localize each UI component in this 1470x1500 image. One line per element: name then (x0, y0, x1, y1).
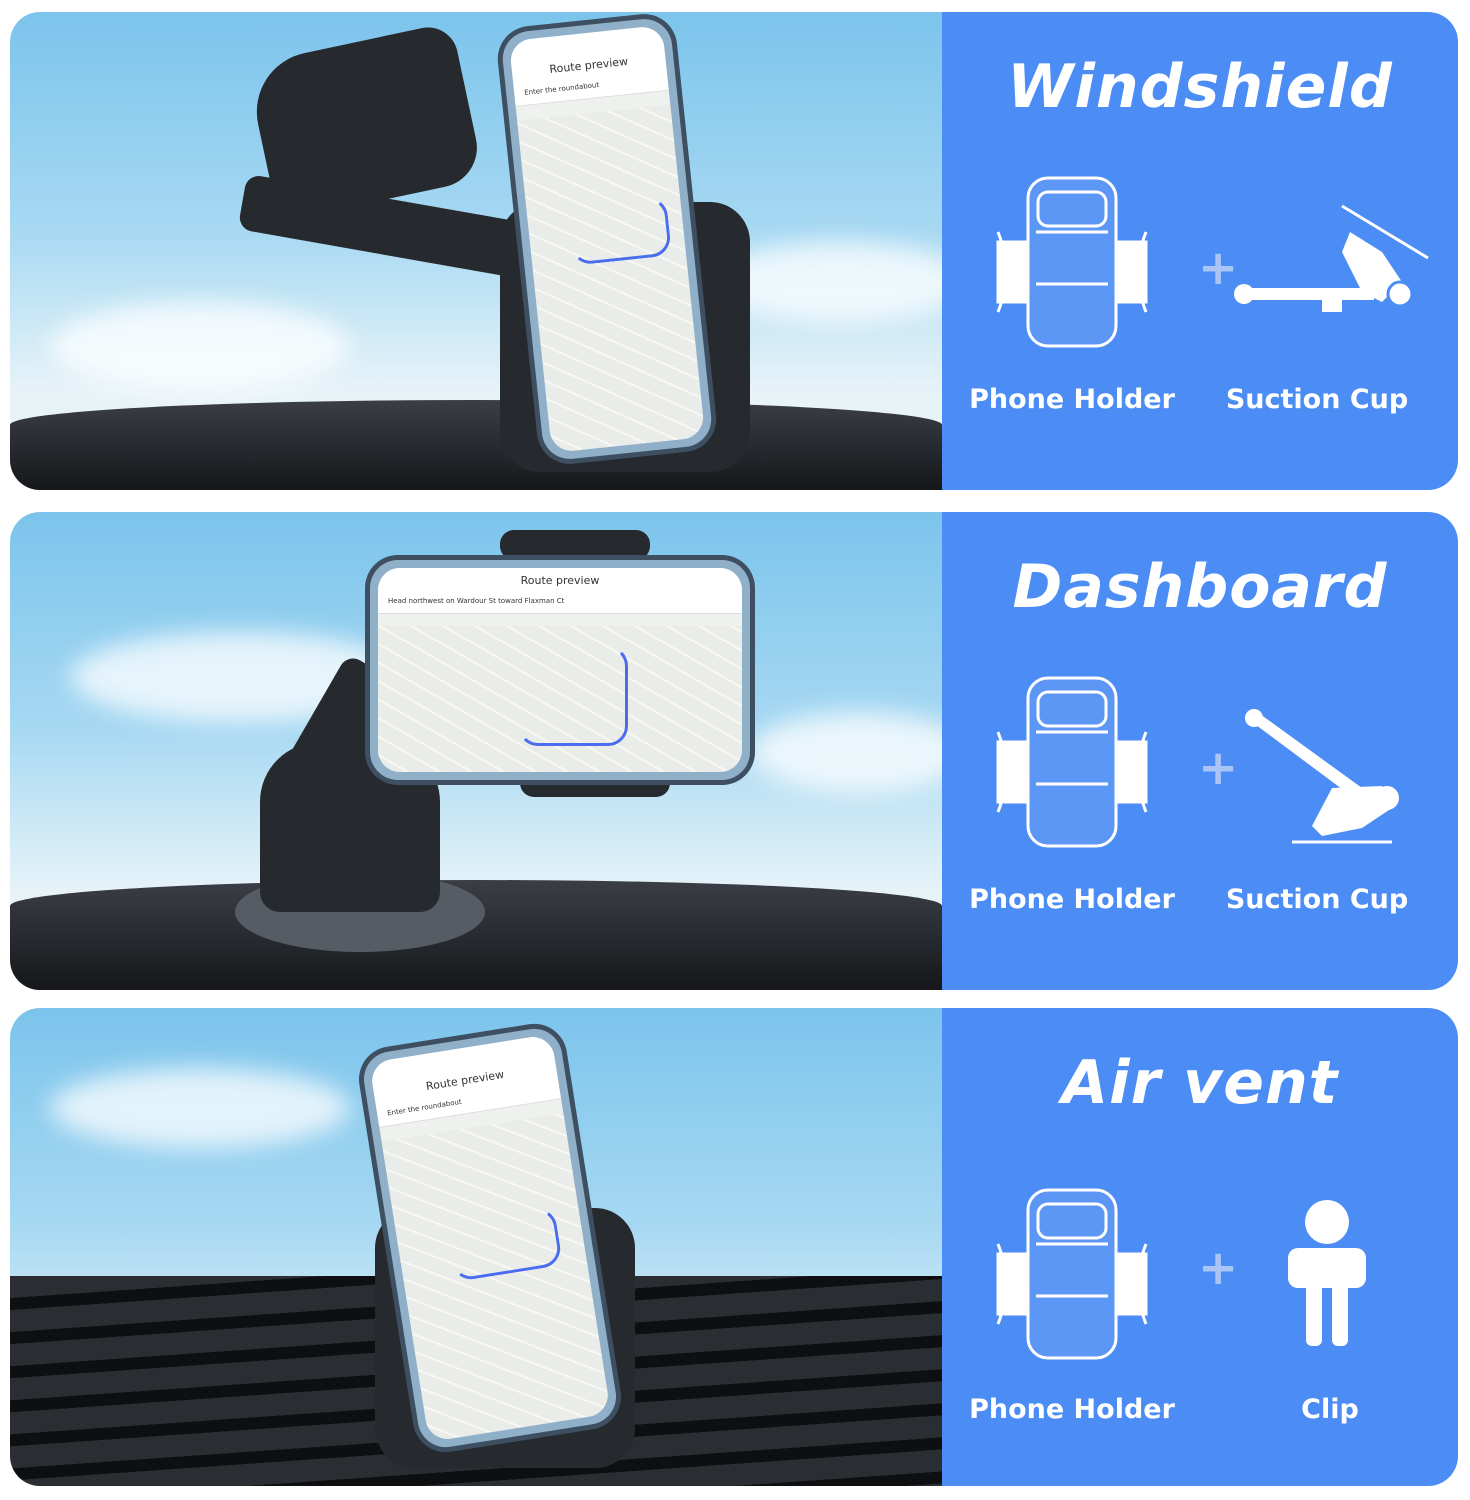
route-preview-header: Route preview (378, 568, 742, 593)
windshield-row: Route preview Enter the roundabout Winds… (10, 12, 1458, 490)
air-vent-photo: Route preview Enter the roundabout (10, 1008, 942, 1486)
mode-title: Dashboard (1012, 552, 1388, 622)
windshield-photo: Route preview Enter the roundabout (10, 12, 942, 490)
item-label: Phone Holder (969, 1394, 1175, 1425)
air-vent-panel: Air vent + Phone Holder Clip (942, 1008, 1458, 1486)
map (378, 626, 742, 772)
item-label: Suction Cup (1225, 384, 1409, 415)
plus-icon: + (1198, 740, 1239, 796)
mode-title: Windshield (1007, 52, 1393, 122)
map (517, 104, 706, 453)
item-label: Suction Cup (1225, 884, 1409, 915)
dashboard-row: Route preview Head northwest on Wardour … (10, 512, 1458, 990)
air-vent-row: Route preview Enter the roundabout Air v… (10, 1008, 1458, 1486)
dashboard-suction-arm-icon (1245, 709, 1399, 844)
windshield-panel: Windshield + Phone Holder Suction Cup (942, 12, 1458, 490)
plus-icon: + (1198, 240, 1239, 296)
instruction: Head northwest on Wardour St toward Flax… (378, 593, 742, 614)
map (381, 1112, 611, 1443)
dashboard-photo: Route preview Head northwest on Wardour … (10, 512, 942, 990)
phone-holder-icon (996, 676, 1148, 848)
phone: Route preview Head northwest on Wardour … (370, 560, 750, 780)
phone-holder-icon (996, 1188, 1148, 1360)
windshield-suction-arm-icon (1234, 204, 1429, 312)
plus-icon: + (1198, 1240, 1239, 1296)
item-label: Phone Holder (969, 884, 1175, 915)
phone-holder-icon (996, 176, 1148, 348)
mode-title: Air vent (1061, 1048, 1339, 1118)
vent-clip-icon (1288, 1200, 1366, 1346)
holder-clamp (500, 530, 650, 560)
item-label: Phone Holder (969, 384, 1175, 415)
dashboard-panel: Dashboard + Phone Holder Suction Cup (942, 512, 1458, 990)
item-label: Clip (1301, 1394, 1359, 1425)
